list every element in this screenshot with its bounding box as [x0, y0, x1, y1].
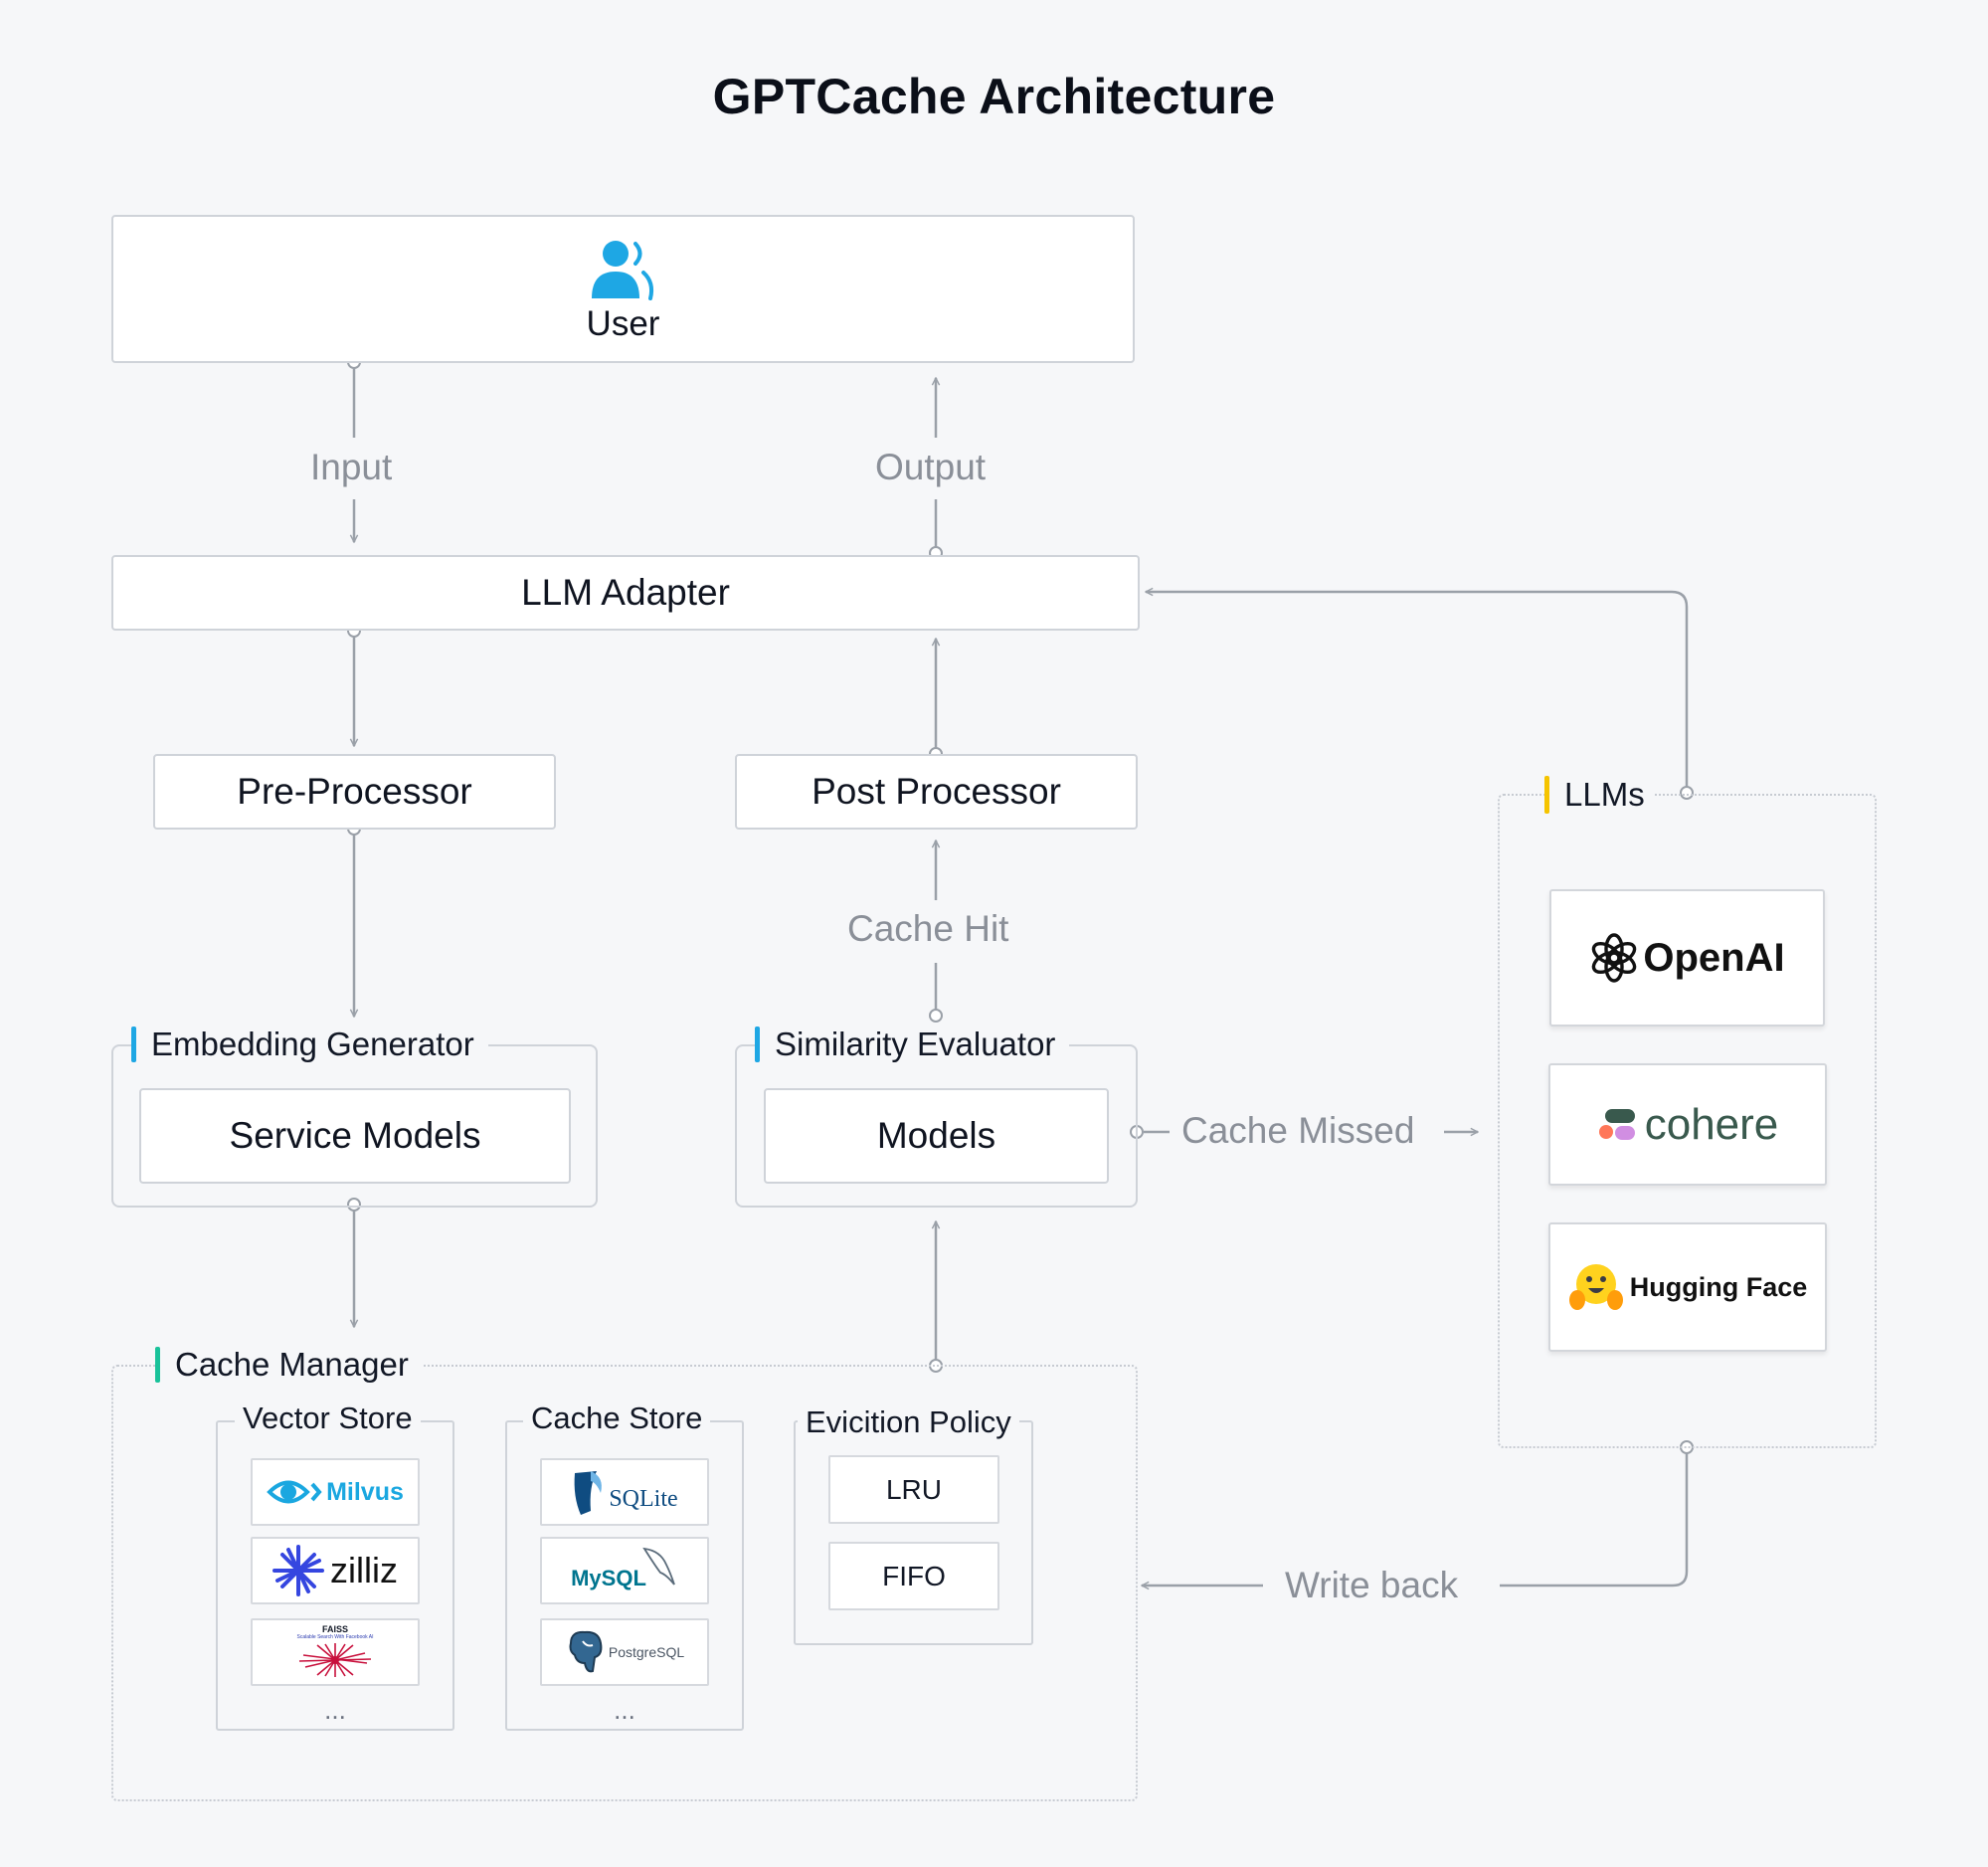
- zilliz-icon: [272, 1545, 324, 1596]
- openai-card: OpenAI: [1549, 889, 1825, 1027]
- lru-box: LRU: [828, 1455, 999, 1524]
- llms-title: LLMs: [1564, 776, 1645, 813]
- mysql-logo: MySQL: [540, 1537, 709, 1604]
- cache-manager-title: Cache Manager: [175, 1346, 409, 1383]
- cache-missed-label: Cache Missed: [1170, 1110, 1427, 1152]
- milvus-icon: [267, 1480, 322, 1504]
- cache-store-more: ...: [614, 1695, 635, 1725]
- elephant-icon: [569, 1630, 603, 1673]
- faiss-tagline: Scalable Search With Facebook AI: [296, 1634, 374, 1640]
- cohere-icon: [1598, 1108, 1635, 1140]
- input-label: Input: [298, 447, 405, 488]
- llms-accent-bar: [1544, 776, 1549, 814]
- cache-manager-accent-bar: [155, 1347, 160, 1383]
- user-box: User: [111, 215, 1135, 363]
- fifo-box: FIFO: [828, 1542, 999, 1610]
- vector-store-more: ...: [324, 1695, 346, 1725]
- similarity-evaluator-title: Similarity Evaluator: [775, 1026, 1056, 1062]
- user-label: User: [586, 303, 660, 343]
- post-processor-box: Post Processor: [735, 754, 1138, 830]
- service-models-box: Service Models: [139, 1088, 571, 1184]
- sqlite-icon: [574, 1471, 603, 1515]
- cache-store-label: Cache Store: [523, 1400, 711, 1436]
- eviction-policy-group: [794, 1420, 1033, 1645]
- write-back-label: Write back: [1273, 1565, 1471, 1606]
- user-icon: [591, 240, 653, 300]
- output-label: Output: [863, 447, 998, 488]
- llms-group: [1498, 794, 1877, 1448]
- vector-store-label: Vector Store: [235, 1400, 421, 1436]
- similarity-evaluator-label: Similarity Evaluator: [755, 1023, 1070, 1066]
- milvus-text: Milvus: [326, 1477, 404, 1506]
- embedding-generator-label: Embedding Generator: [131, 1023, 488, 1066]
- postgresql-logo: PostgreSQL: [540, 1618, 709, 1686]
- cohere-card: cohere: [1548, 1063, 1827, 1186]
- hugging-face-icon: [1568, 1264, 1623, 1310]
- llms-label: LLMs: [1544, 772, 1655, 818]
- eviction-policy-label: Evicition Policy: [798, 1404, 1019, 1440]
- mysql-text: MySQL: [571, 1566, 646, 1590]
- faiss-logo: FAISS Scalable Search With Facebook AI: [251, 1618, 420, 1686]
- milvus-logo: Milvus: [251, 1458, 420, 1526]
- embedding-generator-title: Embedding Generator: [151, 1026, 474, 1062]
- openai-text: OpenAI: [1643, 935, 1785, 980]
- postgresql-text: PostgreSQL: [608, 1644, 685, 1660]
- zilliz-logo: zilliz: [251, 1537, 420, 1604]
- sqlite-logo: SQLite: [540, 1458, 709, 1526]
- models-box: Models: [764, 1088, 1109, 1184]
- diagram-title: GPTCache Architecture: [712, 69, 1276, 124]
- dolphin-icon: [642, 1547, 675, 1586]
- sqlite-text: SQLite: [609, 1485, 678, 1512]
- faiss-text: FAISS: [321, 1624, 348, 1634]
- pre-processor-box: Pre-Processor: [153, 754, 556, 830]
- hugging-face-card: Hugging Face: [1548, 1222, 1827, 1352]
- cache-manager-group: [111, 1365, 1138, 1801]
- similarity-accent-bar: [755, 1027, 760, 1062]
- cohere-text: cohere: [1644, 1099, 1779, 1149]
- cache-manager-label: Cache Manager: [155, 1343, 423, 1387]
- zilliz-text: zilliz: [330, 1550, 398, 1590]
- embedding-accent-bar: [131, 1027, 136, 1062]
- faiss-icon: [298, 1643, 372, 1677]
- llm-adapter-box: LLM Adapter: [111, 555, 1140, 631]
- cache-hit-label: Cache Hit: [835, 908, 1021, 950]
- hugging-face-text: Hugging Face: [1629, 1271, 1808, 1302]
- openai-icon: [1592, 933, 1637, 983]
